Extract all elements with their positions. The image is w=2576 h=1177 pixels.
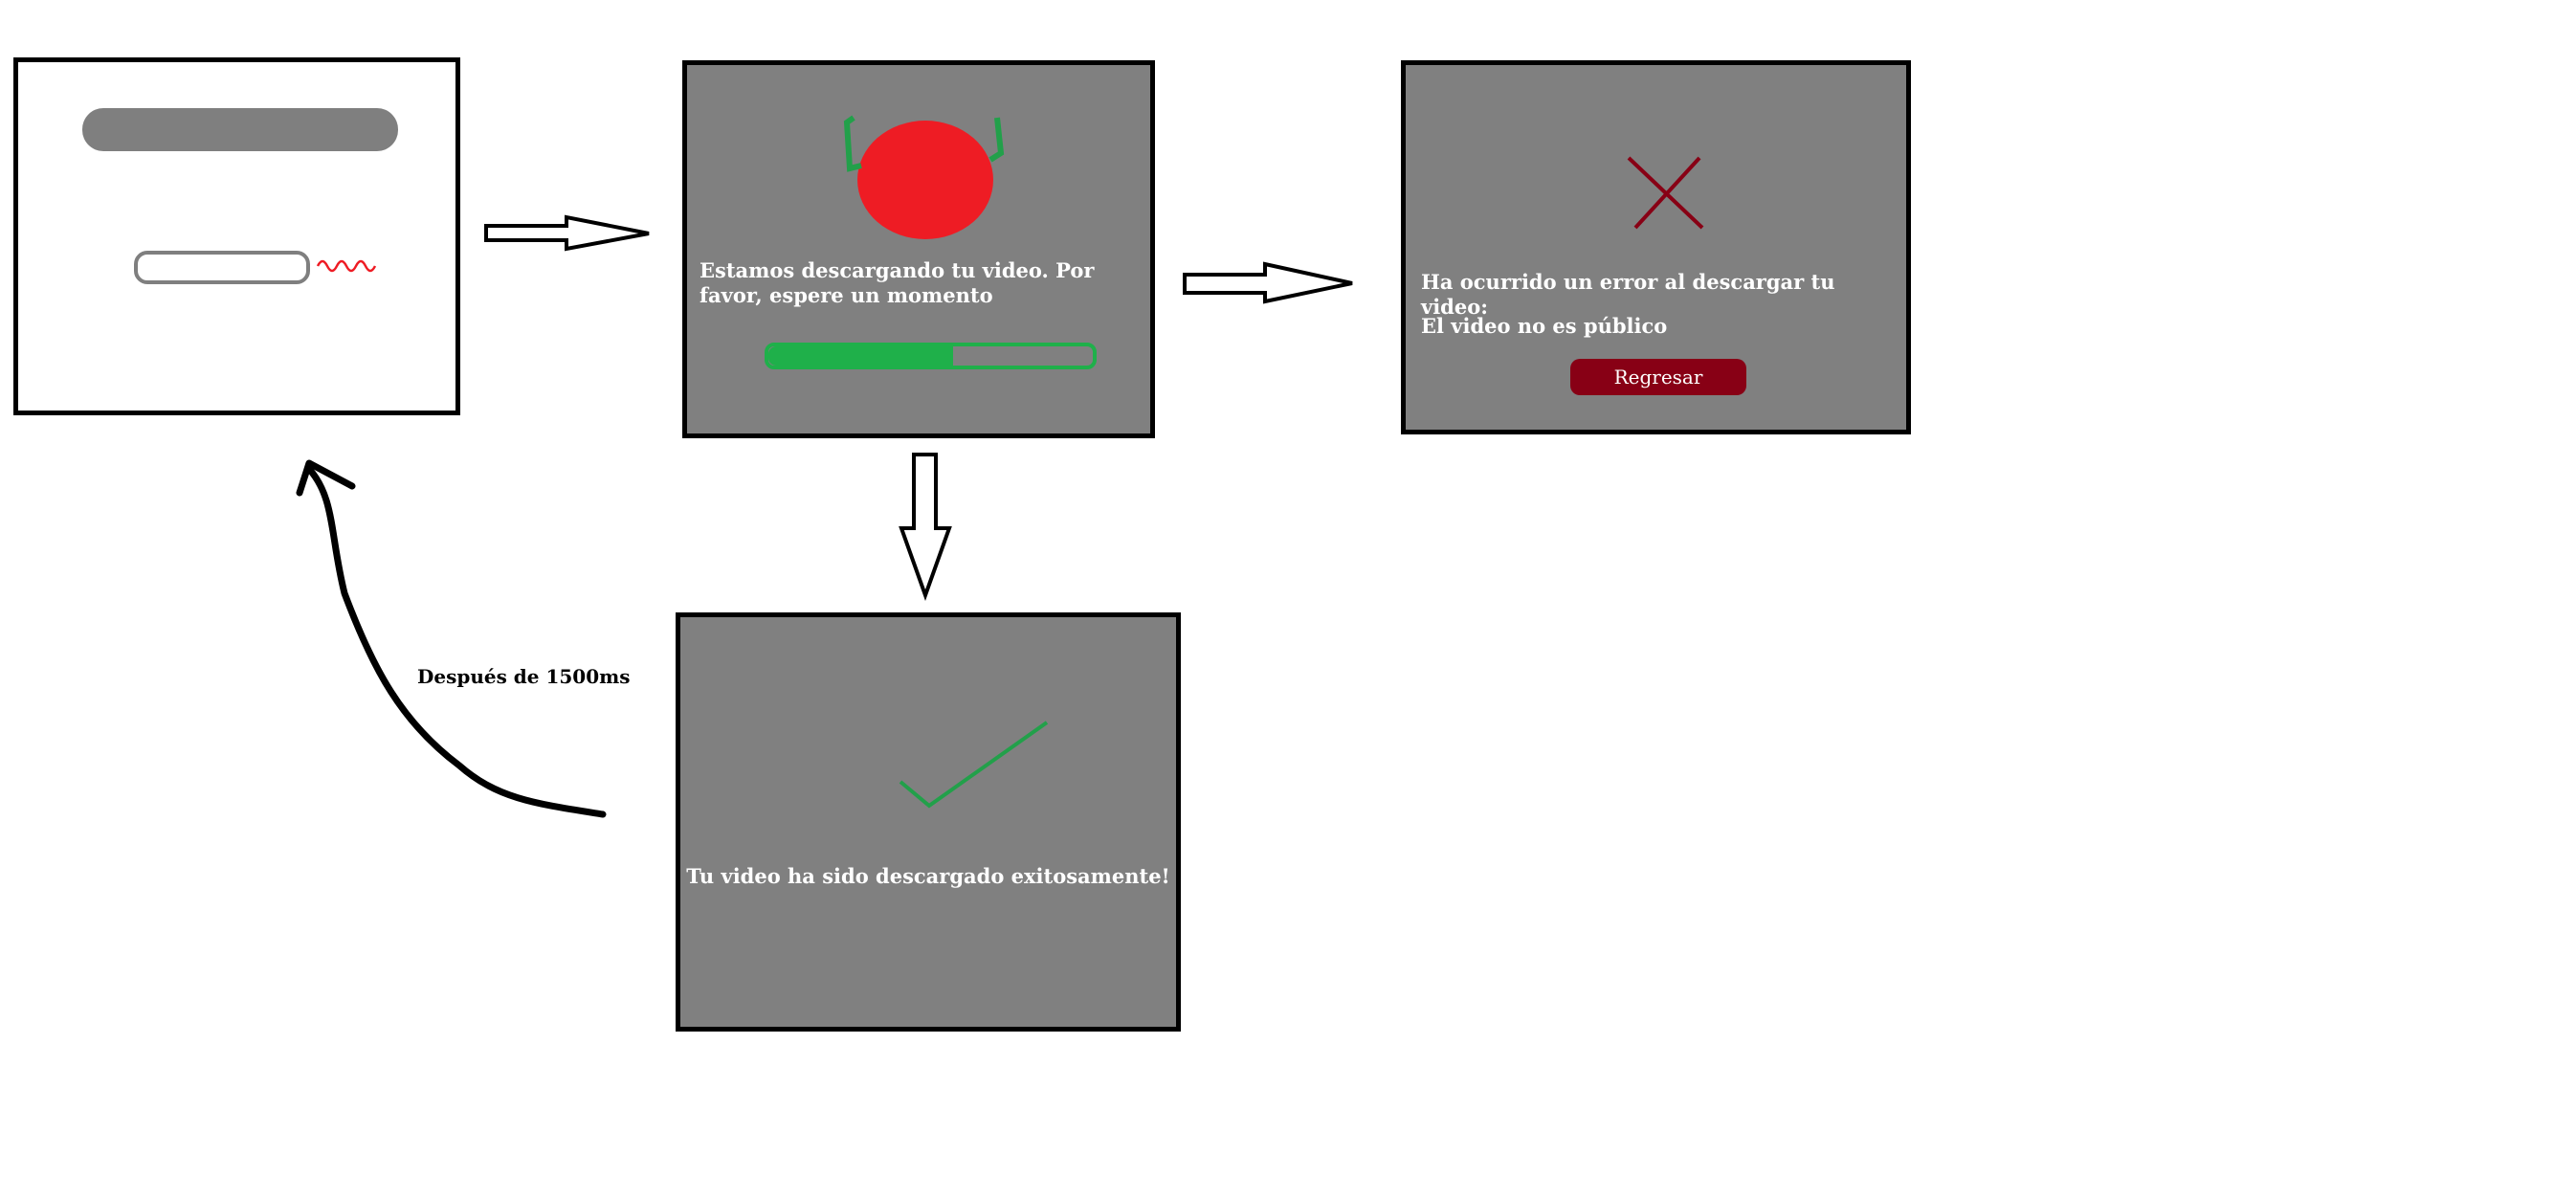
spinner-circle-icon bbox=[857, 121, 993, 239]
screen-input-graphics bbox=[82, 108, 398, 284]
squiggle-icon bbox=[316, 259, 377, 273]
input-field-shape[interactable] bbox=[134, 251, 310, 284]
arrow-loading-to-success bbox=[899, 453, 952, 601]
screen-input bbox=[13, 57, 460, 415]
screen-error-graphics bbox=[1627, 156, 1704, 230]
url-bar-shape bbox=[82, 108, 398, 151]
loop-label: Después de 1500ms bbox=[417, 665, 631, 688]
spinner-arc-right bbox=[988, 117, 1005, 163]
checkmark-icon bbox=[899, 721, 1049, 809]
screen-loading-graphics bbox=[843, 115, 1005, 239]
arrow-input-to-loading bbox=[484, 214, 650, 252]
arrow-loop-back-head bbox=[296, 459, 356, 497]
success-message: Tu video ha sido descargado exitosamente… bbox=[686, 864, 1170, 888]
spinner-arc-left bbox=[843, 115, 862, 172]
close-x-icon bbox=[1627, 156, 1704, 230]
loading-message: Estamos descargando tu video. Por favor,… bbox=[700, 258, 1095, 307]
screen-error: Ha ocurrido un error al descargar tu vid… bbox=[1401, 60, 1911, 434]
progress-fill bbox=[768, 346, 953, 366]
back-button[interactable]: Regresar bbox=[1570, 359, 1746, 395]
arrow-loading-to-error bbox=[1183, 261, 1353, 304]
progress-bar bbox=[765, 343, 1097, 369]
error-detail: El video no es público bbox=[1421, 314, 1668, 338]
error-title: Ha ocurrido un error al descargar tu vid… bbox=[1421, 270, 1835, 319]
arrow-loop-back bbox=[305, 465, 607, 818]
screen-success-graphics bbox=[899, 721, 1049, 809]
screen-success: Tu video ha sido descargado exitosamente… bbox=[676, 612, 1181, 1032]
screen-loading: Estamos descargando tu video. Por favor,… bbox=[682, 60, 1155, 438]
